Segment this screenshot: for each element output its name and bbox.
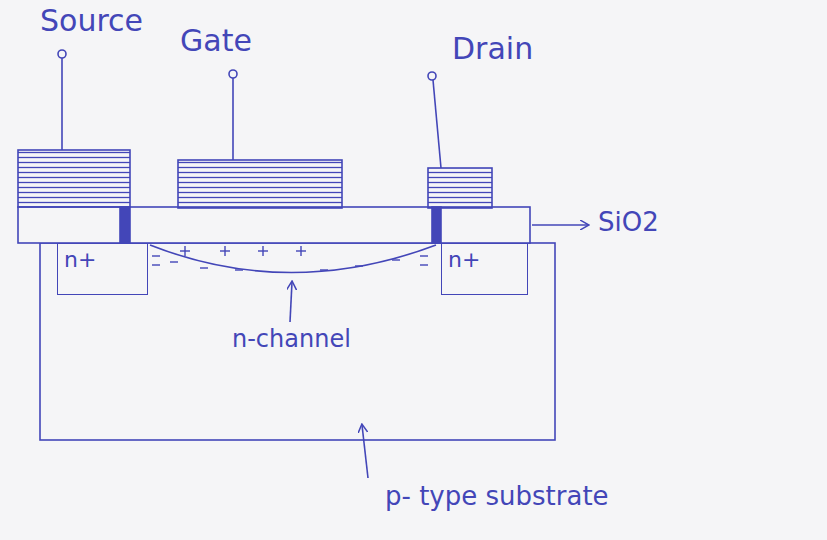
region-label: n+	[448, 247, 480, 272]
source-terminal	[58, 50, 66, 58]
terminal-label: Gate	[180, 24, 252, 59]
oxide-leader	[532, 224, 588, 226]
substrate-label: p- type substrate	[385, 482, 609, 512]
source-contact	[120, 207, 130, 243]
source-electrode	[18, 150, 130, 207]
positive-charges	[180, 246, 306, 256]
gate-lead	[232, 78, 234, 160]
drain-lead	[433, 80, 441, 168]
region-label: n+	[64, 247, 96, 272]
drain-terminal	[428, 72, 436, 80]
channel-leader	[290, 282, 292, 322]
gate-terminal	[229, 70, 237, 78]
drain-electrode	[428, 168, 492, 208]
negative-charges	[152, 256, 428, 270]
drain-contact	[432, 207, 441, 243]
n-plus-region: n+	[57, 243, 148, 295]
channel-label: n-channel	[232, 326, 351, 354]
layer-label: SiO2	[598, 208, 659, 238]
source-lead	[61, 58, 63, 150]
gate-electrode	[178, 160, 342, 208]
channel-boundary	[150, 245, 436, 273]
substrate-leader	[362, 425, 368, 478]
n-plus-region: n+	[441, 243, 528, 295]
terminal-label: Drain	[452, 32, 533, 67]
terminal-label: Source	[40, 4, 143, 39]
oxide-layer	[18, 207, 530, 243]
substrate-body	[40, 243, 555, 440]
